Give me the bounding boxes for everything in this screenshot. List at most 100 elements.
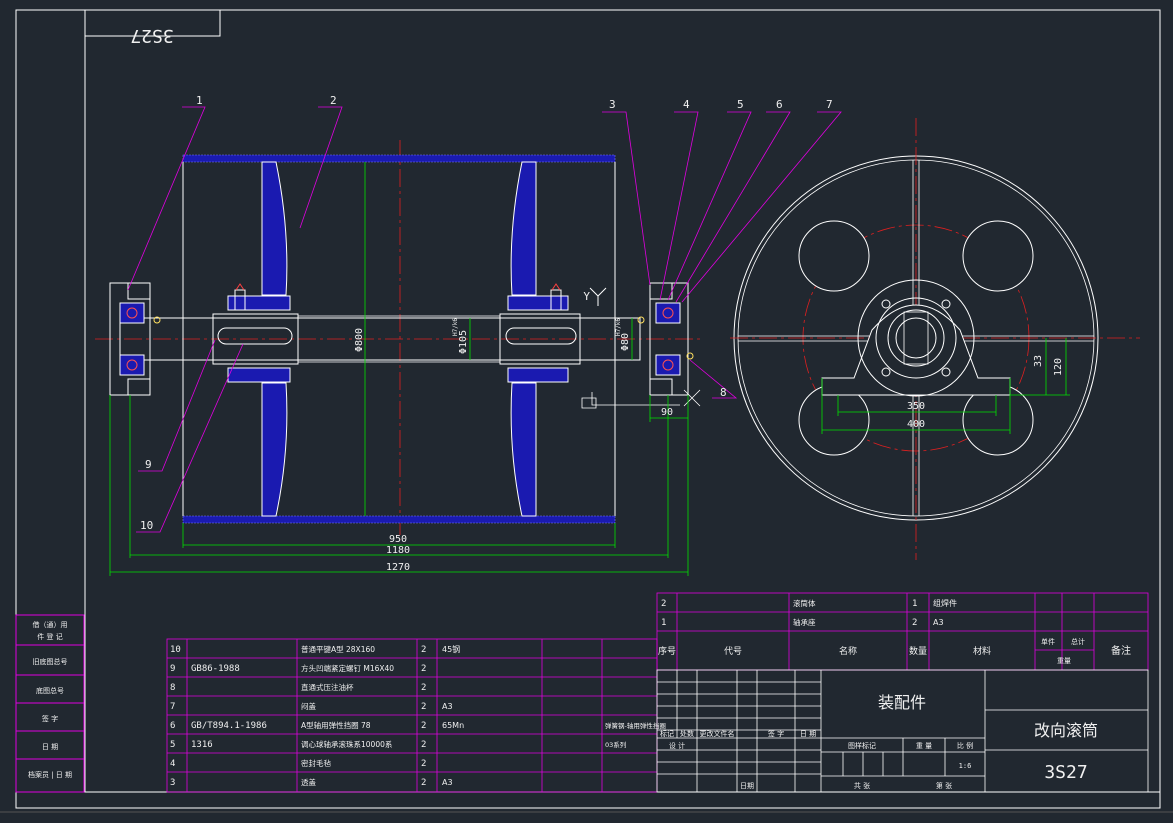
part-no-6: 6 [170,721,175,731]
part-qty-1: 2 [912,618,917,628]
view-label: Y [583,290,590,303]
part-name-2: 滚筒体 [793,598,816,608]
tb-signature: 签 字 [768,729,784,738]
tb-scale: 比 例 [957,741,973,750]
dim-fit1: H7/k6 [452,318,459,336]
part-qty-7: 2 [421,702,426,712]
part-mat-6: 65Mn [442,721,464,730]
strip-label-3: 底图总号 [36,686,64,695]
part-no-1: 1 [661,618,666,628]
view-arrow [589,287,607,306]
part-name-10: 普通平键A型 28X160 [301,644,375,654]
tb-count: 共 张 [854,781,870,790]
dim-400: 400 [907,419,925,430]
callout-10: 10 [140,519,153,532]
part-mat-3: A3 [442,778,453,787]
dim-1180: 1180 [386,545,410,556]
leader-lines [127,106,842,533]
dim-120: 120 [1053,358,1064,376]
dim-350: 350 [907,401,925,412]
part-name-6: A型轴用弹性挡圈 78 [301,720,371,730]
part-name-4: 密封毛毡 [301,758,331,768]
dim-d80: Φ80 [620,333,631,351]
key-left [217,327,293,345]
strip-label-2: 旧底图总号 [33,657,68,666]
hdr-total: 总计 [1071,637,1085,646]
tb-design: 设 计 [669,741,685,750]
part-code-6: GB/T894.1-1986 [191,721,267,731]
part-mat-2: 组焊件 [933,598,957,608]
tb-sheet: 第 张 [936,781,952,790]
lightening-hole-tl [798,220,870,292]
callout-9: 9 [145,458,152,471]
part-no-4: 4 [170,759,175,769]
part-name-7: 闷盖 [301,701,316,711]
hdr-no: 序号 [658,645,676,657]
front-view: Y Φ800 Φ105 H7/k6 Φ80 H7/k6 90 950 1180 [95,140,701,576]
parts-list [166,638,658,793]
part-mat-7: A3 [442,702,453,711]
stamp-code: 3S27 [130,25,173,46]
part-code-5: 1316 [191,740,213,750]
part-qty-10: 2 [421,645,426,655]
part-no-2: 2 [661,599,666,609]
dim-90: 90 [661,407,673,418]
hdr-weight: 重量 [1057,657,1071,665]
part-qty-4: 2 [421,759,426,769]
callout-6: 6 [776,98,783,111]
part-mat-10: 45钢 [442,644,460,654]
set-screw-right [550,289,562,311]
hdr-code: 代号 [724,646,742,657]
dim-fit2: H7/k6 [615,318,622,336]
left-strip: 借（通）用 件 登 记 旧底图总号 底图总号 签 字 日 期 档案员 | 日 期 [15,614,85,793]
tb-change-doc: 更改文件名 [700,729,735,738]
tb-zone: 处数 [680,729,694,738]
part-no-9: 9 [170,664,175,674]
strip-label-0: 借（通）用 [33,620,68,629]
part-name-1: 轴承座 [793,617,816,627]
tb-scale-value: 1:6 [959,762,972,770]
set-screw-left [234,289,246,311]
dim-33: 33 [1033,355,1044,367]
part-qty-6: 2 [421,721,426,731]
tb-name: 改向滚筒 [1034,721,1098,740]
tb-marks: 标记 [660,729,674,738]
callout-7: 7 [826,98,833,111]
dim-1270: 1270 [386,562,410,573]
dim-d800: Φ800 [354,328,365,352]
part-name-9: 方头凹端紧定螺钉 M16X40 [301,663,394,673]
left-hub [227,295,291,311]
title-block [656,669,1149,793]
strip-label-1: 件 登 记 [37,632,62,641]
tb-date: 日 期 [800,730,816,738]
parts-list-right [656,592,1149,671]
part-no-5: 5 [170,740,175,750]
tb-stage-mark: 图样标记 [848,741,876,750]
callout-4: 4 [683,98,690,111]
key-right [505,327,577,345]
tb-assembly: 装配件 [878,693,926,712]
drum-shell-bottom [182,515,616,524]
hdr-unit: 单件 [1041,637,1055,646]
part-mat-1: A3 [933,618,944,627]
hdr-name: 名称 [839,645,857,657]
part-note-6: 弹簧钢-轴用弹性挡圈 [605,721,666,730]
part-name-3: 透盖 [301,777,316,787]
right-hub-plate [510,161,537,517]
dim-950: 950 [389,534,407,545]
callout-1: 1 [196,94,203,107]
hdr-note: 备注 [1111,644,1131,657]
callout-3: 3 [609,98,616,111]
part-no-8: 8 [170,683,175,693]
callout-2: 2 [330,94,337,107]
part-qty-5: 2 [421,740,426,750]
part-name-5: 调心球轴承滚珠系10000系 [301,739,393,749]
strip-label-5: 日 期 [42,743,58,751]
part-qty-2: 1 [912,599,917,609]
part-no-7: 7 [170,702,175,712]
left-hub-plate [261,161,288,517]
dimension-lines [109,162,689,576]
tb-date2: 日期 [740,782,754,790]
